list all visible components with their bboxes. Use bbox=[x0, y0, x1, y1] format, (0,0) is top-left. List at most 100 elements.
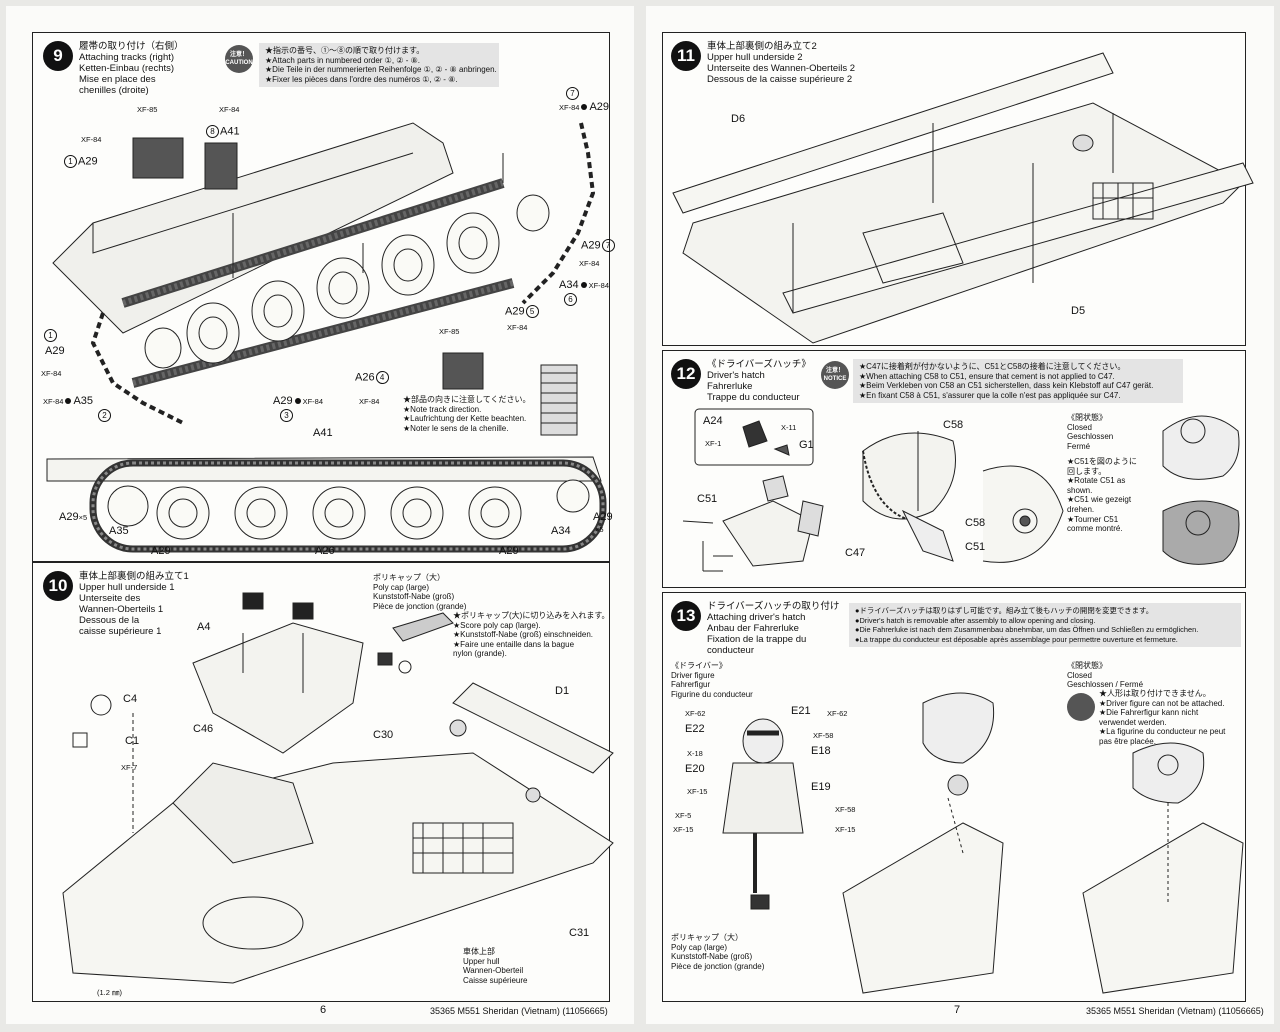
step10-hull-diagram bbox=[62, 592, 614, 984]
note-line: ★Rotate C51 as bbox=[1067, 476, 1126, 486]
figure-notes: ★人形は取り付けできません。 ★Driver figure can not be… bbox=[1099, 689, 1225, 747]
step13-title-fr2: conducteur bbox=[707, 645, 755, 656]
label-d5: D5 bbox=[1071, 305, 1086, 317]
label-c31: C31 bbox=[569, 927, 590, 939]
label-x11: X-11 bbox=[781, 423, 797, 432]
step13-title: ドライバーズハッチの取り付け Attaching driver's hatch … bbox=[707, 601, 839, 656]
notice-line: ★Beim Verkleben von C58 an C51 sicherste… bbox=[859, 381, 1154, 391]
note-line: ★Tourner C51 bbox=[1067, 514, 1119, 524]
polycap-title-jp: ポリキャップ（大） bbox=[373, 573, 445, 582]
driver-figure-title: 《ドライバー》 Driver figure Fahrerfigur Figuri… bbox=[671, 661, 753, 699]
step13-notice: ●ドライバーズハッチは取りはずし可能です。組み立て後もハッチの開閉を変更できます… bbox=[849, 603, 1241, 647]
note-line: ★Laufrichtung der Kette beachten. bbox=[403, 414, 527, 424]
step12-title: 《ドライバーズハッチ》 Driver's hatch Fahrerluke Tr… bbox=[707, 359, 811, 403]
note-line: ★C51 wie gezeigt bbox=[1067, 495, 1132, 505]
label-c47: C47 bbox=[845, 547, 866, 559]
note-line: ★Note track direction. bbox=[403, 404, 482, 414]
driver-title-fr: Figurine du conducteur bbox=[671, 689, 753, 699]
label-c46: C46 bbox=[193, 723, 214, 735]
polycap-title-en: Poly cap (large) bbox=[373, 582, 430, 592]
step9-title-fr1: Mise en place des bbox=[79, 74, 156, 85]
side-label-a34: A34 bbox=[551, 525, 571, 537]
number-circle: 7 bbox=[566, 87, 579, 100]
label-xf62-r: XF-62 bbox=[827, 709, 848, 718]
polycap-fr: Pièce de jonction (grande) bbox=[671, 961, 765, 971]
track-direction-note: ★部品の向きに注意してください。 ★Note track direction. … bbox=[403, 395, 531, 433]
label-xf84-right: XF-84 bbox=[579, 259, 600, 268]
step11-title-de: Unterseite des Wannen-Oberteils 2 bbox=[707, 63, 856, 74]
footer-right: 35365 M551 Sheridan (Vietnam) (11056665) bbox=[1086, 1006, 1264, 1016]
note-line: comme montré. bbox=[1067, 524, 1123, 534]
label-xf15-l: XF-15 bbox=[687, 787, 708, 796]
label-xf84-a26: XF-84 bbox=[359, 397, 380, 406]
paint-label: XF-84 bbox=[302, 397, 324, 406]
label-c4: C4 bbox=[123, 693, 138, 705]
part-label: A29 bbox=[273, 395, 293, 407]
side-label-a29-b1: A29 bbox=[151, 545, 171, 557]
note-line: ★Faire une entaille dans la bague bbox=[453, 639, 575, 649]
label-x18: X-18 bbox=[687, 749, 703, 758]
note-line: ★Kunststoff-Nabe (groß) einschneiden. bbox=[453, 630, 593, 640]
side-label-a29-right: A29 bbox=[593, 511, 613, 523]
label-xf7: XF-7 bbox=[121, 763, 138, 772]
side-label-a26: A26 bbox=[315, 545, 335, 557]
step11-panel: 11 車体上部裏側の組み立て2 Upper hull underside 2 U… bbox=[662, 32, 1254, 346]
step12-title-de: Fahrerluke bbox=[707, 381, 753, 392]
label-c1: C1 bbox=[125, 735, 140, 747]
caution-line: ★Die Teile in der nummerierten Reihenfol… bbox=[265, 65, 497, 75]
paint-dot-icon bbox=[581, 104, 588, 111]
step10-title-fr1: Dessous de la bbox=[79, 615, 140, 626]
label-xf58-r2: XF-58 bbox=[835, 805, 856, 814]
step10-panel: 10 車体上部裏側の組み立て1 Upper hull underside 1 U… bbox=[32, 562, 614, 1002]
label-xf84-mid: XF-84 bbox=[507, 323, 528, 332]
step9-side-view bbox=[46, 456, 607, 553]
label-e21: E21 bbox=[791, 705, 811, 717]
side-label-a29-b2: A29 bbox=[499, 545, 519, 557]
label-xf58-r: XF-58 bbox=[813, 731, 834, 740]
label-drill-size: (1.2 ㎜) bbox=[97, 988, 123, 997]
step9-title: 履帯の取り付け（右側） Attaching tracks (right) Ket… bbox=[79, 41, 184, 96]
step13-panel: 13 ドライバーズハッチの取り付け Attaching driver's hat… bbox=[662, 592, 1246, 1002]
step10-title-fr2: caisse supérieure 1 bbox=[79, 626, 162, 637]
step12-title-jp: 《ドライバーズハッチ》 bbox=[707, 359, 811, 370]
paint-label: XF-84 bbox=[559, 103, 580, 112]
closed-label-en: Closed bbox=[1067, 422, 1092, 432]
note-line: shown. bbox=[1067, 485, 1093, 495]
quantity-label: ×5 bbox=[78, 513, 88, 522]
number-circle: 7 bbox=[601, 239, 615, 252]
side-label-x5-right: ×5 bbox=[595, 525, 604, 534]
step12-closed-label: 《閉状態》 Closed Geschlossen Fermé bbox=[1067, 413, 1113, 451]
number-circle: 1 bbox=[64, 155, 77, 168]
notice-icon: 注意！ NOTICE bbox=[821, 361, 849, 389]
label-g1: G1 bbox=[799, 439, 814, 451]
note-line: ★C51を図のように bbox=[1067, 457, 1137, 466]
label-xf84-top: XF-84 bbox=[219, 105, 240, 114]
part-label: A29 bbox=[59, 511, 79, 523]
closed-label-fr: Fermé bbox=[1067, 441, 1091, 451]
polycap-title-fr: Pièce de jonction (grande) bbox=[373, 601, 467, 611]
label-xf84-left: XF-84 bbox=[81, 135, 102, 144]
number-circle: 4 bbox=[375, 371, 389, 384]
step9-caution-note: ★指示の番号、①～⑧の順で取り付けます。 ★Attach parts in nu… bbox=[259, 43, 499, 87]
step13-closed-label: 《閉状態》 Closed Geschlossen / Fermé bbox=[1067, 661, 1143, 690]
driver-title-jp: 《ドライバー》 bbox=[671, 661, 727, 670]
polycap-jp: ポリキャップ（大） bbox=[671, 933, 743, 942]
polycap-en: Poly cap (large) bbox=[671, 942, 728, 952]
side-label-a29-left: A29×5 bbox=[59, 511, 87, 523]
number-circle: 6 bbox=[564, 293, 577, 306]
note-line: ★Driver figure can not be attached. bbox=[1099, 698, 1225, 708]
label-a29-bl: A29 bbox=[45, 345, 65, 357]
label-a29-lower: A29 XF-84 bbox=[273, 395, 323, 407]
label-c30: C30 bbox=[373, 729, 394, 741]
label-n3: 3 bbox=[279, 409, 294, 422]
closed-jp: 《閉状態》 bbox=[1067, 661, 1107, 670]
label-c51: C51 bbox=[697, 493, 718, 505]
step10-title-jp: 車体上部裏側の組み立て1 bbox=[79, 571, 189, 582]
label-a4: A4 bbox=[197, 621, 211, 633]
step10-title-en: Upper hull underside 1 bbox=[79, 582, 175, 593]
notice-line: ●Die Fahrerluke ist nach dem Zusammenbau… bbox=[855, 625, 1199, 635]
step10-title: 車体上部裏側の組み立て1 Upper hull underside 1 Unte… bbox=[79, 571, 189, 637]
